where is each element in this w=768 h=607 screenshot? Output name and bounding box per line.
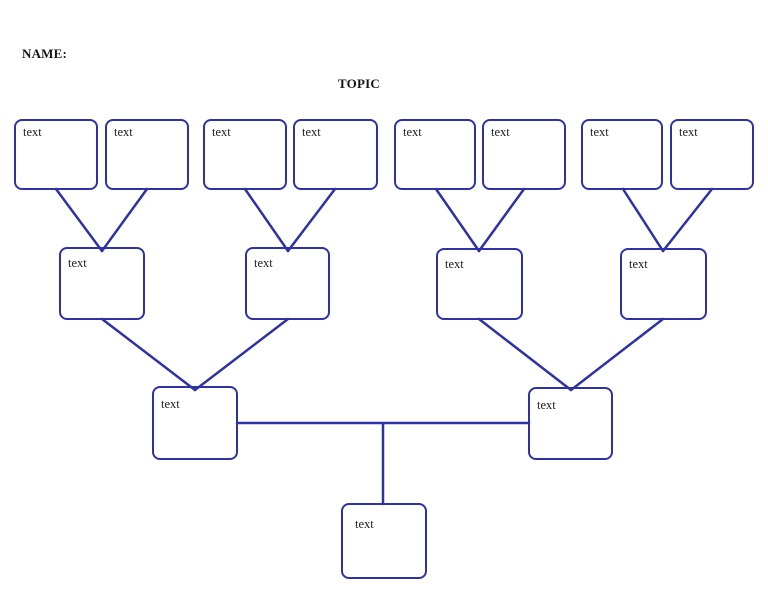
middle-node-3[interactable]: text bbox=[436, 248, 523, 320]
middle-node-2[interactable]: text bbox=[245, 247, 330, 320]
middle-node-4[interactable]: text bbox=[620, 248, 707, 320]
middle-node-1[interactable]: text bbox=[59, 247, 145, 320]
top-node-1[interactable]: text bbox=[14, 119, 98, 190]
top-node-7[interactable]: text bbox=[581, 119, 663, 190]
top-node-3[interactable]: text bbox=[203, 119, 287, 190]
top-node-6[interactable]: text bbox=[482, 119, 566, 190]
lower-node-1[interactable]: text bbox=[152, 386, 238, 460]
name-label: NAME: bbox=[22, 46, 68, 61]
topic-title: TOPIC bbox=[338, 76, 380, 91]
top-node-4[interactable]: text bbox=[293, 119, 378, 190]
root-node[interactable]: text bbox=[341, 503, 427, 579]
top-node-2[interactable]: text bbox=[105, 119, 189, 190]
top-node-5[interactable]: text bbox=[394, 119, 476, 190]
top-node-8[interactable]: text bbox=[670, 119, 754, 190]
lower-node-2[interactable]: text bbox=[528, 387, 613, 460]
